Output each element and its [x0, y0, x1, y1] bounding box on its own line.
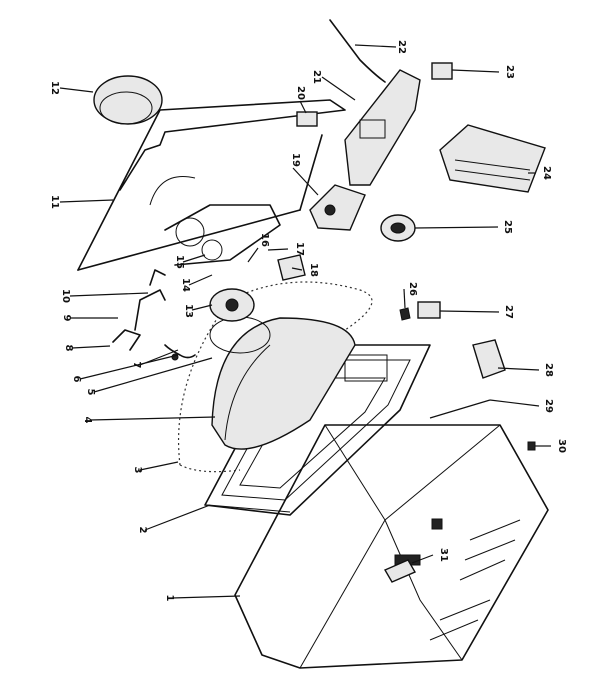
degauss-coil-part — [177, 281, 373, 473]
callout-26: 26 — [407, 282, 418, 296]
callout-8: 8 — [63, 345, 74, 352]
leader-lines — [59, 44, 551, 599]
tuner-part-24 — [439, 124, 546, 193]
callout-31: 31 — [438, 548, 449, 562]
circuit-board-19 — [309, 184, 366, 231]
callout-4: 4 — [82, 417, 93, 424]
circuit-board-21 — [344, 69, 421, 186]
callout-labels: 1 2 3 4 5 6 7 8 9 10 11 12 13 14 15 16 1… — [49, 40, 567, 601]
callout-11: 11 — [49, 195, 60, 209]
picture-tube-part — [209, 316, 356, 450]
callout-5: 5 — [85, 389, 96, 396]
callout-30: 30 — [556, 439, 567, 453]
connector-part-23 — [431, 62, 453, 80]
speaker-part-25 — [380, 214, 416, 242]
callout-1: 1 — [164, 595, 175, 602]
callout-9: 9 — [61, 315, 72, 322]
cable-part-22 — [329, 19, 386, 83]
callout-10: 10 — [60, 289, 71, 303]
callout-28: 28 — [543, 363, 554, 377]
callout-2: 2 — [137, 527, 148, 534]
cabinet-latch — [431, 518, 443, 530]
callout-23: 23 — [504, 65, 515, 79]
callout-6: 6 — [71, 376, 82, 383]
chassis-part — [149, 176, 281, 322]
callout-29: 29 — [543, 399, 554, 413]
callout-17: 17 — [294, 242, 305, 256]
callout-19: 19 — [290, 153, 301, 167]
callout-7: 7 — [131, 362, 142, 369]
callout-20: 20 — [295, 86, 306, 100]
callout-14: 14 — [180, 278, 191, 292]
callout-15: 15 — [174, 255, 185, 269]
callout-3: 3 — [132, 467, 143, 474]
plate-part-28 — [472, 339, 506, 379]
back-panel-part — [77, 99, 346, 271]
callout-18: 18 — [308, 263, 319, 277]
cabinet-part — [234, 424, 549, 669]
callout-16: 16 — [259, 233, 270, 247]
callout-12: 12 — [49, 81, 60, 95]
callout-13: 13 — [183, 304, 194, 318]
label-part-27 — [417, 301, 441, 319]
small-hardware — [112, 269, 536, 583]
callout-27: 27 — [503, 305, 514, 319]
callout-25: 25 — [502, 220, 513, 234]
speaker-ring-part — [93, 75, 163, 125]
plate-part-18 — [277, 254, 306, 281]
pad-part-20 — [296, 111, 318, 127]
callout-22: 22 — [396, 40, 407, 54]
callout-21: 21 — [311, 70, 322, 84]
callout-24: 24 — [541, 166, 552, 180]
